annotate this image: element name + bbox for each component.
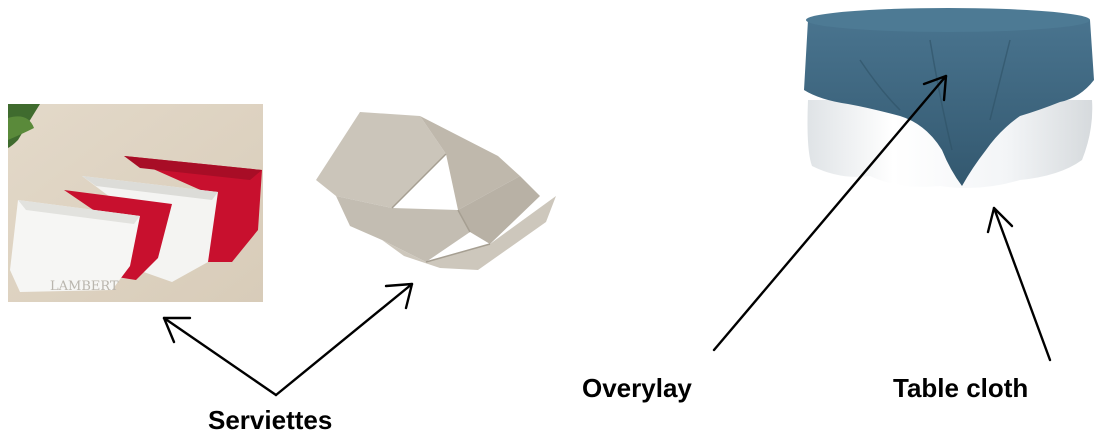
beige-napkins-photo — [316, 112, 556, 270]
serviettes-arrow-left — [164, 318, 276, 395]
watermark-text: LAMBERT — [50, 279, 119, 294]
serviettes-arrow-right — [276, 284, 412, 395]
tablecloth-arrow-head — [988, 208, 1012, 232]
table-cloth-label: Table cloth — [893, 373, 1028, 404]
tablecloth-arrow — [994, 208, 1050, 360]
red-white-napkins-photo: LAMBERT — [8, 104, 263, 302]
serviettes-label: Serviettes — [208, 405, 332, 436]
table-with-overlay-photo — [804, 8, 1094, 188]
overlay-label: Overylay — [582, 373, 692, 404]
